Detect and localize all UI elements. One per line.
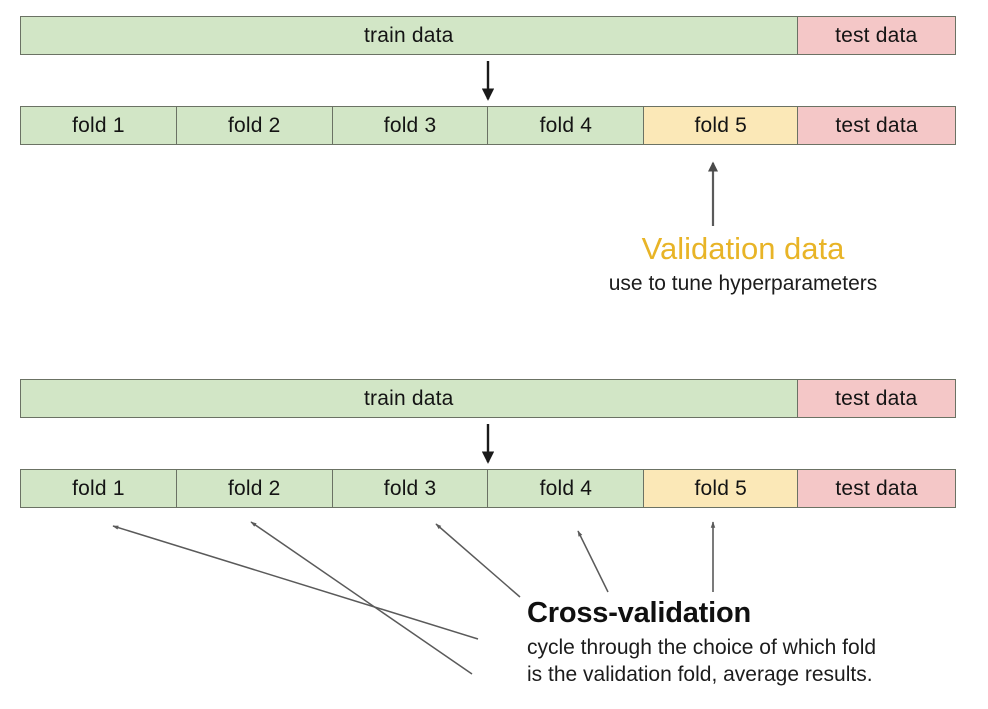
cross-validation-callout: Cross-validation cycle through the choic… <box>527 596 979 688</box>
cross-validation-line-2: is the validation fold, average results. <box>527 663 873 686</box>
cross-validation-line-1: cycle through the choice of which fold <box>527 636 877 659</box>
top-train-test-bar: train data test data <box>20 16 956 55</box>
bottom-folds-bar: fold 1 fold 2 fold 3 fold 4 fold 5 test … <box>20 469 956 508</box>
segment-fold-2: fold 2 <box>176 470 333 507</box>
segment-fold-4: fold 4 <box>488 107 645 144</box>
crossval-arrow-to-fold-2-icon <box>250 521 473 675</box>
segment-test-data: test data <box>797 380 955 417</box>
validation-subtitle: use to tune hyperparameters <box>608 272 878 295</box>
crossval-arrow-to-fold-3-icon <box>435 523 521 598</box>
segment-test-data: test data <box>798 470 955 507</box>
crossval-arrow-to-fold-1-icon <box>112 525 479 640</box>
validation-callout: Validation data use to tune hyperparamet… <box>528 231 958 297</box>
segment-fold-5-validation: fold 5 <box>644 107 799 144</box>
segment-test-data: test data <box>798 107 955 144</box>
segment-train-data: train data <box>21 380 798 417</box>
segment-fold-4: fold 4 <box>488 470 645 507</box>
segment-fold-1: fold 1 <box>21 470 177 507</box>
segment-fold-2: fold 2 <box>176 107 333 144</box>
segment-fold-5-validation: fold 5 <box>644 470 799 507</box>
segment-train-data: train data <box>21 17 798 54</box>
segment-fold-1: fold 1 <box>21 107 177 144</box>
bottom-train-test-bar: train data test data <box>20 379 956 418</box>
top-folds-bar: fold 1 fold 2 fold 3 fold 4 fold 5 test … <box>20 106 956 145</box>
crossval-arrow-to-fold-4-icon <box>577 530 609 593</box>
cross-validation-title: Cross-validation <box>527 597 752 629</box>
segment-fold-3: fold 3 <box>332 470 489 507</box>
segment-test-data: test data <box>797 17 955 54</box>
validation-title: Validation data <box>641 231 845 266</box>
segment-fold-3: fold 3 <box>332 107 489 144</box>
